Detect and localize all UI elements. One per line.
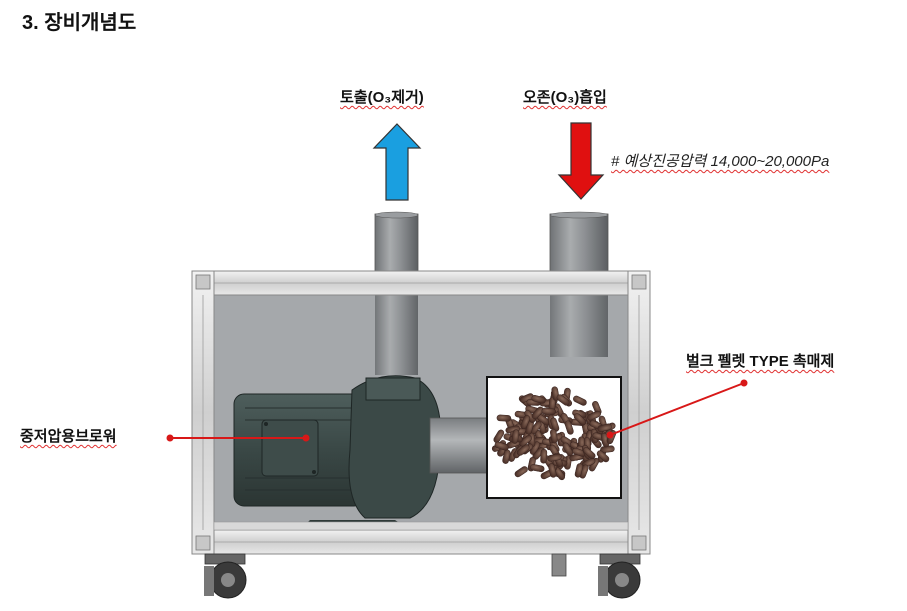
pellet: [516, 444, 530, 456]
pellet: [520, 415, 531, 430]
pressure-note: # 예상진공압력 14,000~20,000Pa: [611, 153, 830, 170]
pellet: [573, 395, 587, 406]
outlet-arrow-icon: [372, 123, 422, 201]
pellet: [550, 417, 560, 432]
caster-right-icon: [598, 553, 641, 599]
catalyst-callout-line: [606, 379, 748, 439]
inlet-label: 오존(O₃)흡입: [523, 89, 607, 106]
pellet: [493, 429, 505, 443]
catalyst-pellet-image: [486, 376, 622, 499]
pellet: [587, 410, 601, 421]
pellet: [582, 447, 596, 460]
page-title: 3. 장비개념도: [22, 12, 137, 34]
inlet-arrow-icon: [557, 122, 605, 200]
outlet-label: 토출(O₃제거): [340, 89, 424, 106]
pellet: [541, 407, 557, 415]
pellet: [597, 423, 612, 432]
caster-left-icon: [204, 553, 247, 599]
drain-valve-icon: [551, 553, 567, 577]
blower-motor: [233, 375, 491, 530]
pellet: [548, 463, 557, 478]
pellet: [547, 453, 562, 462]
pellet: [519, 434, 532, 447]
aluminum-frame: [191, 270, 651, 555]
pellet: [511, 429, 520, 444]
pellet: [531, 406, 544, 419]
pellet: [574, 463, 584, 478]
pellet: [502, 449, 511, 464]
pellet: [540, 448, 548, 464]
pellet: [596, 450, 610, 463]
pellet: [496, 414, 512, 422]
pellet: [531, 395, 546, 404]
pellet: [550, 428, 558, 444]
pellet: [514, 466, 528, 478]
catalyst-label: 벌크 펠렛 TYPE 촉매제: [686, 353, 835, 370]
pellet: [494, 441, 509, 451]
pellet: [562, 442, 574, 456]
blower-callout-line: [166, 434, 310, 442]
pellet: [530, 464, 545, 473]
pellet: [564, 420, 574, 435]
blower-label: 중저압용브로워: [20, 428, 117, 445]
pellet: [556, 394, 570, 406]
pellet: [573, 413, 587, 426]
